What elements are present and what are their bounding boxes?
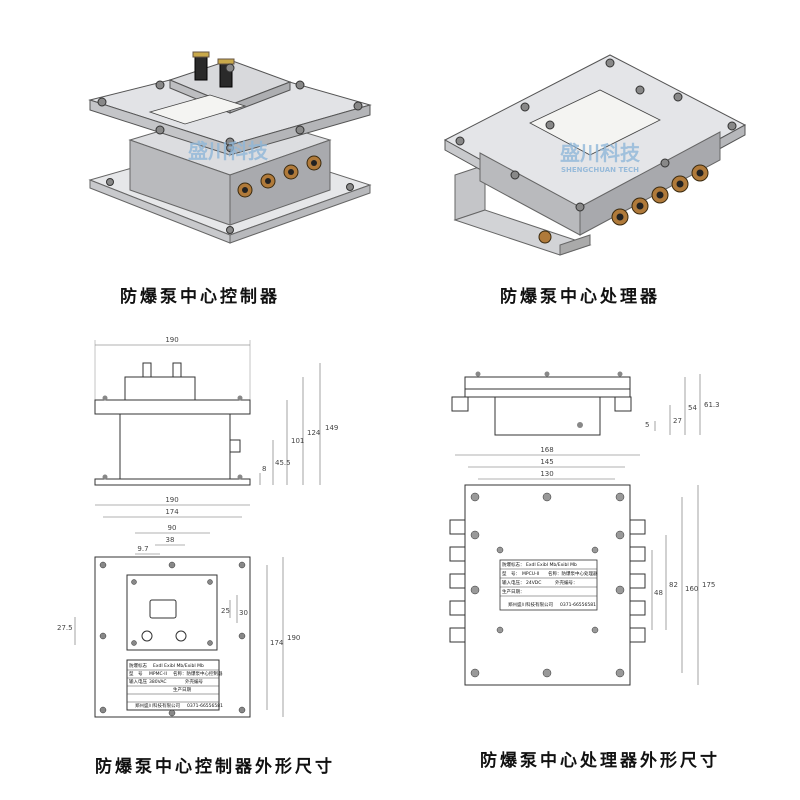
caption-processor-dims: 防爆泵中心处理器外形尺寸 [480,751,720,771]
dim-front-h4: 45.5 [275,459,291,467]
plate-p-r4c2: 0371-66556581 [560,602,596,608]
dim-front-h5: 8 [262,465,266,473]
plate-p-r4c1: 郑州盛川科技有限公司 [508,601,553,608]
dim-top-window-h2: 30 [239,609,248,617]
plate-c-r0c0: 防爆标志 [129,662,147,669]
plate-c-r0c1: ExdI ExibI Mb/ExibI Mb [153,663,204,669]
dim-top-outer: 168 [540,446,553,454]
processor-render: 盛川科技 SHENGCHUAN TECH [443,54,747,256]
plate-p-r0c1: ExdI ExibI Mb/ExibI Mb [526,562,577,568]
plate-p-r1c0: 型 号： [502,570,520,577]
controller-drawing: 190 149 124 101 45.5 8 190 174 90 38 9.7 [57,336,338,718]
controller-render-panel: 盛川科技 [80,30,380,260]
plate-p-r1c2: 名称：防爆泵中心处理器 [548,570,598,577]
caption-controller: 防爆泵中心控制器 [120,287,280,307]
dim-top-left-offset: 27.5 [57,624,73,632]
plate-p-r0c0: 防爆标志： [502,561,525,568]
processor-drawing-panel: 61.3 54 27 5 168 145 130 [430,355,760,695]
processor-render-panel: 盛川科技 SHENGCHUAN TECH [440,35,750,260]
dim-top-outer-width: 190 [165,496,178,504]
plate-c-r2c1: 380VAC [149,679,167,685]
dim-top-inner-width: 174 [165,508,179,516]
watermark-brand-en: SHENGCHUAN TECH [561,166,639,174]
watermark-brand: 盛川科技 [188,139,269,163]
dim-top-inner: 130 [540,470,553,478]
processor-drawing: 61.3 54 27 5 168 145 130 [449,371,720,686]
dim-top-offset: 9.7 [137,545,148,553]
dim-front-width: 190 [165,336,178,344]
dim-top-window-h1: 25 [221,607,230,615]
dim-side-h2: 54 [688,404,697,412]
dim-top-depth-3: 82 [669,581,678,589]
plate-c-r4c2: 0371-66556581 [187,703,223,709]
caption-processor: 防爆泵中心处理器 [500,287,660,307]
dim-top-depth-outer: 190 [287,634,300,642]
dim-front-h3: 101 [291,437,304,445]
controller-nameplate: 防爆标志 ExdI ExibI Mb/ExibI Mb 型 号 MPMC-II … [127,662,223,709]
dim-top-center-span: 90 [168,524,177,532]
dim-top-small-span: 38 [166,536,175,544]
dim-top-depth-4: 48 [654,589,663,597]
plate-p-r2c0: 输入电压： [502,579,525,586]
plate-c-r3c1: 生产日期 [173,686,191,693]
controller-drawing-panel: 190 149 124 101 45.5 8 190 174 90 38 9.7 [55,325,375,725]
dim-side-h1: 61.3 [704,401,720,409]
processor-nameplate: 防爆标志： ExdI ExibI Mb/ExibI Mb 型 号： MPCU-I… [499,559,598,611]
plate-c-r1c0: 型 号 [129,670,143,677]
dim-side-h4: 5 [645,421,649,429]
plate-p-r2c1: 24VDC [526,580,541,586]
plate-p-r2c2: 外壳编号： [555,579,578,586]
dim-top-depth-1: 175 [702,581,715,589]
dim-top-mid: 145 [540,458,553,466]
watermark-brand-2: 盛川科技 [560,141,641,165]
plate-c-r2c0: 输入电压 [129,678,147,685]
plate-c-r2c2: 外壳编号 [185,678,203,685]
dim-top-depth-inner: 174 [270,639,284,647]
plate-c-r1c2: 名称：防爆泵中心控制器 [173,670,223,677]
dim-front-h2: 124 [307,429,321,437]
plate-c-r1c1: MPMC-II [149,671,167,677]
plate-c-r4c1: 郑州盛川科技有限公司 [135,702,180,709]
plate-p-r1c1: MPCU-II [522,571,539,577]
controller-render: 盛川科技 [88,51,372,244]
dim-side-h3: 27 [673,417,682,425]
dim-top-depth-2: 160 [685,585,698,593]
dim-front-h1: 149 [325,424,338,432]
plate-p-r3c0: 生产日期： [502,588,525,595]
caption-controller-dims: 防爆泵中心控制器外形尺寸 [95,757,335,777]
